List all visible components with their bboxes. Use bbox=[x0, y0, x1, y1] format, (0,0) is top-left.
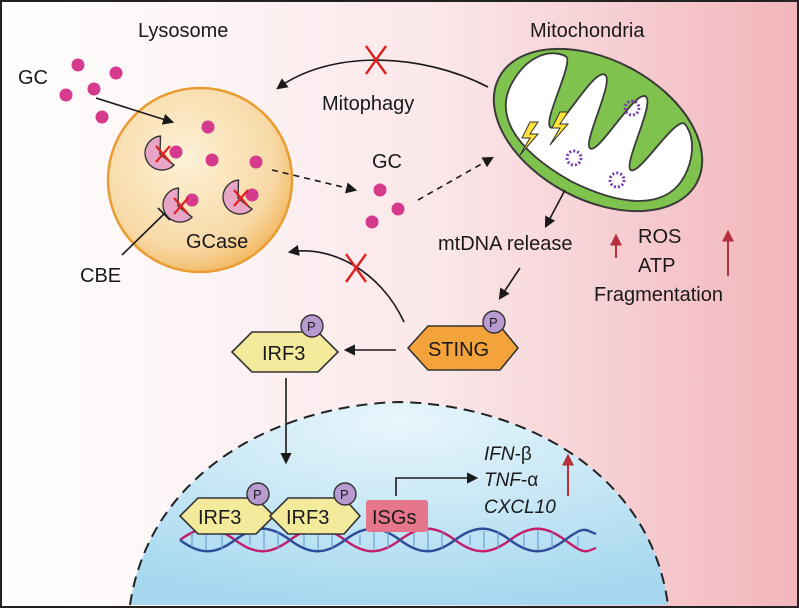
irf3-nuc-label-2: IRF3 bbox=[286, 507, 329, 529]
gc-particles-middle bbox=[365, 183, 405, 229]
lightning-icon bbox=[519, 111, 570, 156]
gcase-enzymes bbox=[144, 135, 254, 223]
fragmentation-label: Fragmentation bbox=[594, 284, 723, 306]
irf3-cyto-shape bbox=[230, 331, 340, 373]
gc-particles-outside bbox=[59, 58, 123, 124]
phosphate-label: P bbox=[489, 315, 498, 330]
lysosome bbox=[106, 86, 294, 274]
isgs-box bbox=[366, 500, 428, 532]
isg-expression-arrow bbox=[395, 472, 479, 496]
inhibit-x-icon bbox=[365, 45, 387, 75]
gene-tnf-alpha: TNF-α bbox=[484, 470, 538, 491]
gc-entry-arrow bbox=[95, 97, 175, 125]
phosphate-icon: P bbox=[246, 482, 270, 506]
mitochondrion bbox=[492, 47, 704, 213]
atp-label: ATP bbox=[638, 255, 675, 277]
isgs-label: ISGs bbox=[372, 507, 416, 529]
gene-cxcl10: CXCL10 bbox=[484, 497, 556, 518]
mitochondria-title: Mitochondria bbox=[530, 20, 645, 42]
cbe-label: CBE bbox=[80, 265, 121, 287]
gene-ifn-beta: IFN-β bbox=[484, 444, 532, 465]
phosphate-label: P bbox=[340, 487, 349, 502]
inhibit-x-icon bbox=[345, 253, 367, 283]
inhibit-x-icon bbox=[155, 145, 249, 215]
gcase-label: GCase bbox=[186, 231, 248, 253]
mtdna-release-arrow bbox=[544, 189, 566, 228]
sting-label: STING bbox=[428, 339, 489, 361]
gc-particles-lysosome bbox=[169, 120, 263, 207]
irf3-cyto-label: IRF3 bbox=[262, 343, 305, 365]
gc-efflux-arrow bbox=[271, 169, 358, 194]
sting-shape bbox=[406, 325, 520, 371]
mtdna-rings bbox=[565, 99, 641, 189]
irf3-nuc-label-1: IRF3 bbox=[198, 507, 241, 529]
gc-label-middle: GC bbox=[372, 151, 402, 173]
phosphate-label: P bbox=[307, 319, 316, 334]
gc-label-outside: GC bbox=[18, 67, 48, 89]
to-sting-arrow bbox=[498, 267, 521, 300]
phosphate-icon: P bbox=[482, 310, 506, 334]
phosphate-label: P bbox=[253, 487, 262, 502]
mtdna-release-label: mtDNA release bbox=[438, 233, 573, 255]
phosphate-icon: P bbox=[333, 482, 357, 506]
mitophagy-label: Mitophagy bbox=[322, 93, 414, 115]
lysosome-title: Lysosome bbox=[138, 20, 228, 42]
gc-to-mito-arrow bbox=[417, 156, 494, 201]
ros-label: ROS bbox=[638, 226, 681, 248]
phosphate-icon: P bbox=[300, 314, 324, 338]
irf3-nuc-shape-2 bbox=[268, 497, 362, 535]
cbe-inhibitor bbox=[121, 207, 171, 256]
